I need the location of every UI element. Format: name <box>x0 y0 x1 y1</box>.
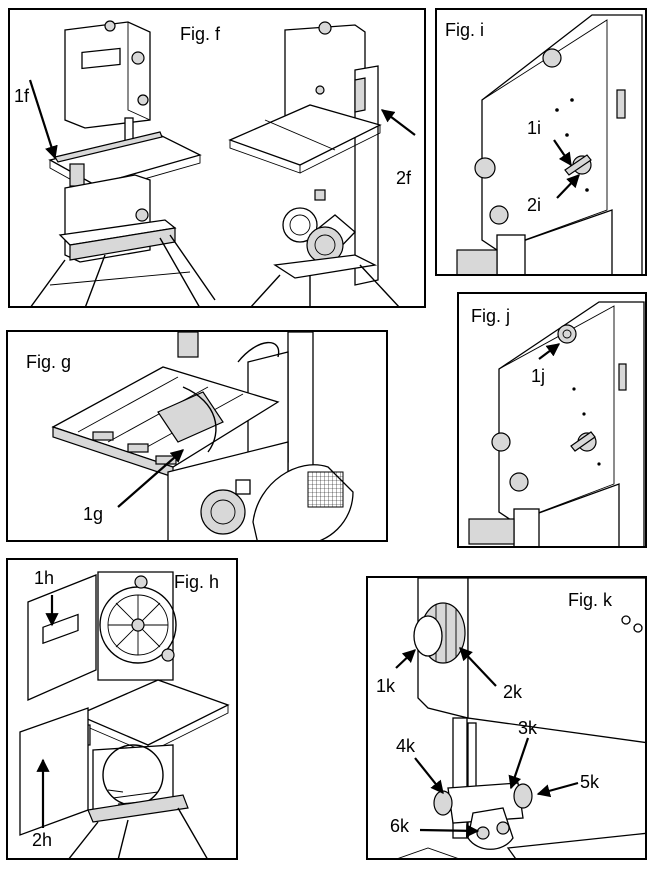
figure-g-title: Fig. g <box>26 352 72 372</box>
figure-g-drawing <box>51 332 354 540</box>
figure-h-title: Fig. h <box>174 572 220 592</box>
figure-i-panel: Fig. i 1i 2i <box>435 8 647 276</box>
callout-2f: 2f <box>396 168 412 188</box>
figure-k-panel: Fig. k 1k 2k 3k 4k 5k 6k <box>366 576 647 860</box>
figure-j-drawing <box>468 301 645 546</box>
figure-f-drawing <box>28 20 416 306</box>
figure-h-drawing <box>19 571 230 858</box>
callout-1g: 1g <box>83 504 104 524</box>
figure-h-panel: Fig. h 1h 2h <box>6 558 238 860</box>
callout-2h: 2h <box>32 830 53 850</box>
callout-6k: 6k <box>390 816 410 836</box>
callout-4k: 4k <box>396 736 416 756</box>
figure-f-panel: Fig. f 1f 2f <box>8 8 426 308</box>
callout-1i: 1i <box>527 118 542 138</box>
figure-f-title: Fig. f <box>180 24 221 44</box>
figure-i-drawing <box>456 14 643 274</box>
callout-3k: 3k <box>518 718 538 738</box>
figure-j-title: Fig. j <box>471 306 511 326</box>
figure-j-panel: Fig. j 1j <box>457 292 647 548</box>
figure-i-title: Fig. i <box>445 20 485 40</box>
callout-1k: 1k <box>376 676 396 696</box>
callout-5k: 5k <box>580 772 600 792</box>
figure-k-title: Fig. k <box>568 590 613 610</box>
callout-1f: 1f <box>14 86 30 106</box>
figure-k-drawing <box>395 578 645 858</box>
callout-2i: 2i <box>527 195 542 215</box>
figure-g-panel: Fig. g 1g <box>6 330 388 542</box>
callout-1j: 1j <box>531 366 546 386</box>
callout-2k: 2k <box>503 682 523 702</box>
callout-1h: 1h <box>34 568 55 588</box>
